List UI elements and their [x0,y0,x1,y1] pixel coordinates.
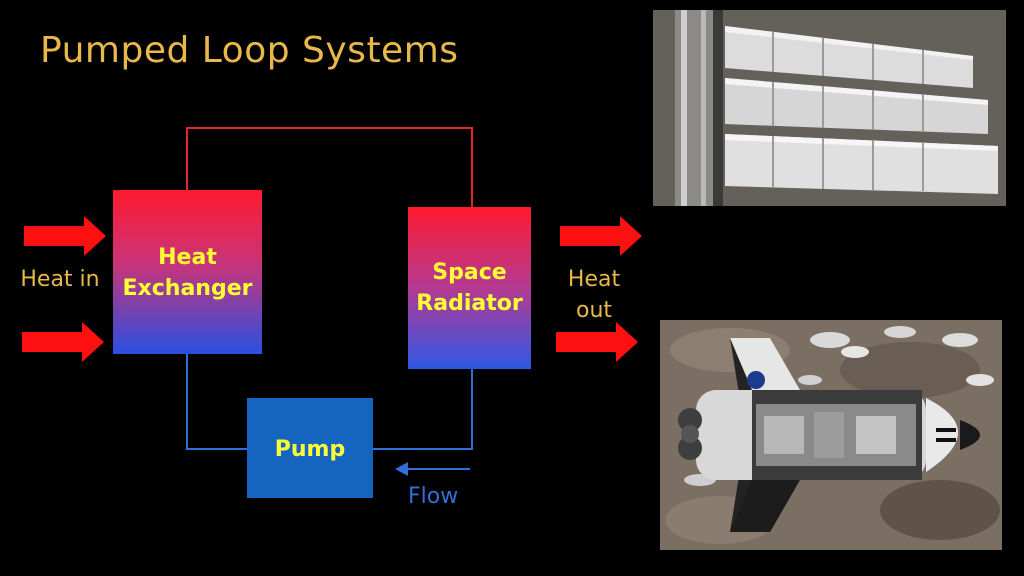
radiator-panel-1 [725,26,973,88]
heat-out-arrow-bottom [556,322,638,362]
space-radiator-box [408,207,531,369]
space-shuttle-photo [660,320,1002,550]
cold-pipe-right [373,369,473,450]
heat-exchanger-label: Heat Exchanger [122,245,253,301]
pump-label: Pump [274,437,346,462]
radiator-panel-3 [725,134,998,194]
space-radiator-label: Space Radiator [416,260,523,316]
heat-in-arrow-bottom [22,322,104,362]
hot-pipe [186,127,473,207]
heat-in-arrow-top [24,216,106,256]
slide-title: Pumped Loop Systems [40,30,459,71]
heat-out-arrow-top [560,216,642,256]
heat-out-label: Heat out [567,267,621,323]
flow-arrow [395,462,470,476]
radiator-panels-photo [653,10,1006,206]
flow-label: Flow [408,484,459,509]
heat-exchanger-box [113,190,262,354]
pump-box [247,398,373,498]
cold-pipe-left [186,354,247,450]
shuttle [678,338,980,532]
heat-in-label: Heat in [20,267,100,292]
